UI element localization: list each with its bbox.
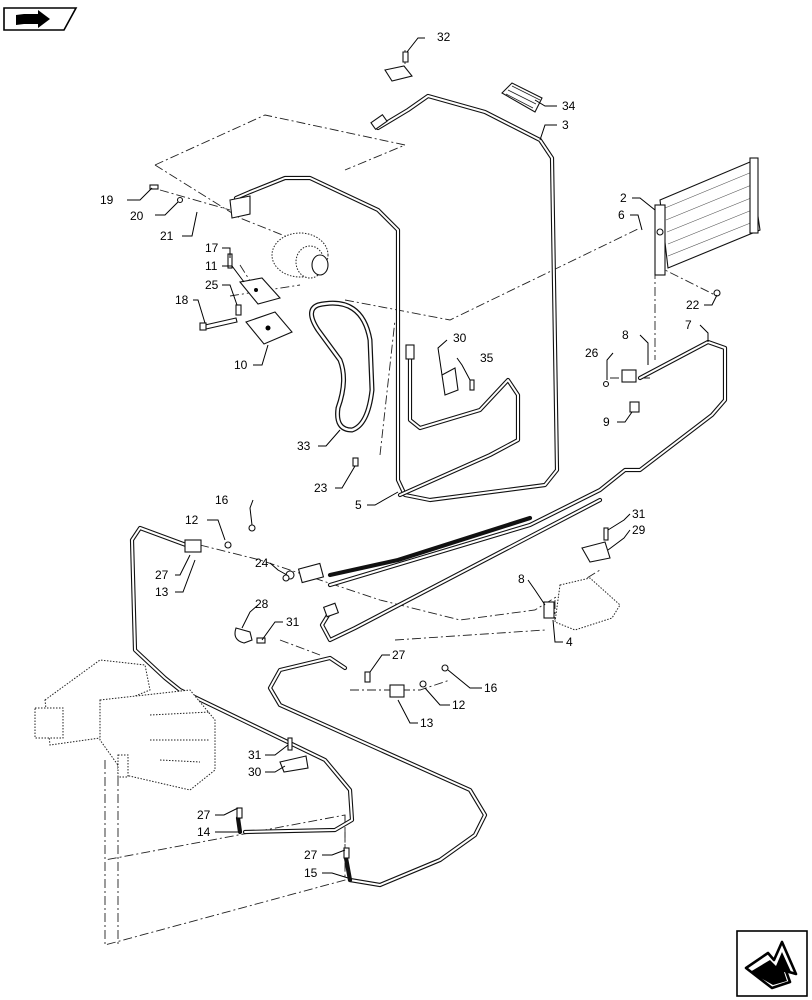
callout-label: 30 <box>248 765 262 779</box>
compressor-part <box>229 195 329 279</box>
callout-label: 31 <box>286 615 300 629</box>
block-9-part <box>629 401 640 413</box>
callout-label: 19 <box>100 193 114 207</box>
book-arrow-icon[interactable] <box>3 7 78 31</box>
callout-label: 9 <box>603 415 610 429</box>
callout-label: 27 <box>197 808 211 822</box>
callout-label: 26 <box>585 346 599 360</box>
callout-label: 14 <box>197 825 211 839</box>
callout-label: 3 <box>562 118 569 132</box>
callout-label: 7 <box>685 318 692 332</box>
callout-label: 30 <box>453 331 467 345</box>
callout-label: 34 <box>562 99 576 113</box>
callout-label: 27 <box>155 568 169 582</box>
callout-label: 20 <box>130 209 144 223</box>
callout-label: 23 <box>314 481 328 495</box>
clip-30-lower-part <box>279 755 309 773</box>
clip-30-part <box>441 367 459 396</box>
callout-label: 12 <box>452 698 466 712</box>
callout-label: 21 <box>160 229 174 243</box>
callout-label: 27 <box>304 848 318 862</box>
callout-label: 13 <box>420 716 434 730</box>
callout-label: 35 <box>480 351 494 365</box>
callout-label: 12 <box>185 513 199 527</box>
callout-label: 25 <box>205 278 219 292</box>
callout-label: 27 <box>392 648 406 662</box>
callout-label: 11 <box>205 259 218 273</box>
callout-label: 8 <box>622 328 629 342</box>
callout-label: 17 <box>205 241 219 255</box>
callout-label: 2 <box>620 191 627 205</box>
callout-label: 10 <box>234 358 248 372</box>
callout-label: 5 <box>355 498 362 512</box>
callout-label: 8 <box>518 572 525 586</box>
bracket-11-part <box>238 277 282 305</box>
navigation-arrow-icon[interactable] <box>736 930 808 997</box>
callout-label: 31 <box>248 748 262 762</box>
callout-label: 4 <box>566 635 573 649</box>
callout-label: 15 <box>304 866 318 880</box>
callout-label: 13 <box>155 585 169 599</box>
callout-label: 22 <box>686 298 700 312</box>
callout-label: 16 <box>484 681 498 695</box>
bracket-10-part <box>245 311 293 345</box>
hvac-box-part <box>34 659 216 791</box>
callout-label: 18 <box>175 293 189 307</box>
bolt-32-part <box>384 51 413 82</box>
clamp-29-part <box>581 541 611 563</box>
callout-label: 24 <box>255 556 269 570</box>
grip-part <box>501 82 543 113</box>
callout-label: 31 <box>632 507 646 521</box>
callout-label: 32 <box>437 30 451 44</box>
valve-part <box>554 577 621 631</box>
callout-label: 6 <box>618 208 625 222</box>
fittings <box>149 113 721 859</box>
callout-label: 28 <box>255 597 269 611</box>
pipes <box>129 93 728 888</box>
callout-label: 29 <box>632 523 646 537</box>
callout-label: 16 <box>215 493 229 507</box>
bolt-18-part <box>199 317 238 331</box>
callout-label: 33 <box>297 439 311 453</box>
callout-labels: 32 34 3 19 20 21 17 11 25 18 10 2 6 22 3… <box>100 30 700 880</box>
leader-lines <box>127 37 718 879</box>
condenser-part <box>654 157 761 276</box>
clip-28-part <box>234 627 253 644</box>
belt-part <box>309 300 375 433</box>
